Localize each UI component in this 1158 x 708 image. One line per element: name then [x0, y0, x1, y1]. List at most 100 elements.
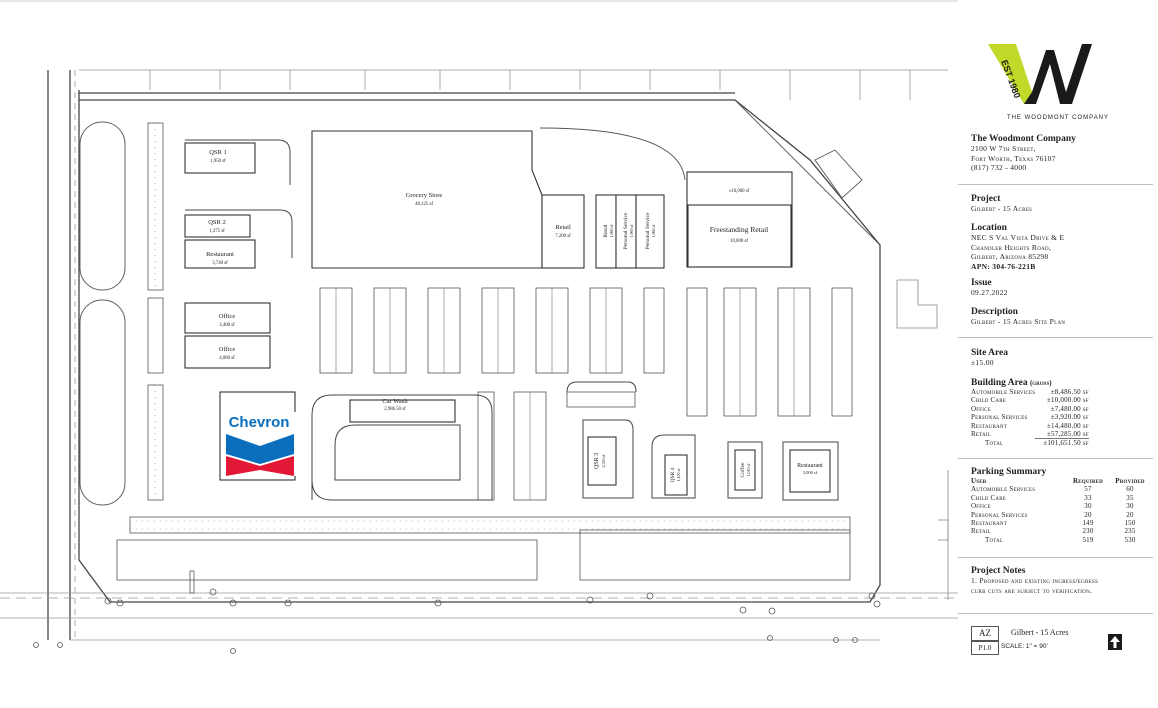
parking-heading: Parking Summary [971, 467, 1047, 477]
building-coffee [734, 449, 756, 491]
description-value: Gilbert - 15 Acres Site Plan [971, 317, 1066, 326]
parking-user: Child Care [971, 493, 1007, 502]
office2-name: Office [219, 346, 236, 353]
building-restaurant-1 [184, 239, 256, 269]
freestanding-name: Freestanding Retail [710, 225, 769, 234]
qsr4-area: 1,100 sf [676, 468, 682, 482]
building-area-row: Office±7,480.00 sf [971, 405, 1089, 413]
notes-text: 1. Proposed and existing ingress/egress … [971, 576, 1099, 595]
parking-required: 230 [1082, 527, 1094, 536]
parking-row: Personal Services 20 20 [971, 511, 1151, 519]
project-heading: Project [971, 194, 1001, 204]
building-area-total-label: Total [985, 439, 1004, 448]
chevron-wordmark: Chevron [229, 414, 290, 431]
coffee-area: 1,010 sf [746, 463, 752, 477]
building-freestanding-retail [687, 204, 792, 268]
north-border-ticks [149, 70, 911, 100]
qsr1-name: QSR 1 [209, 149, 227, 156]
office1-name: Office [219, 313, 236, 320]
issue-value: 09.27.2022 [971, 288, 1008, 297]
parking-total-provided: 530 [1124, 535, 1136, 544]
grocery-name: Grocery Store [406, 192, 443, 199]
office1-area: 3,400 sf [219, 323, 235, 328]
building-qsr2 [184, 214, 251, 238]
building-area-value: ±10,000.00 sf [1047, 396, 1089, 405]
qsr4-name: QSR 4 [670, 467, 676, 482]
issue-heading: Issue [971, 278, 992, 288]
footer-scale: SCALE: 1" = 90' [1001, 643, 1048, 650]
street-edge-lines [0, 69, 958, 641]
parking-provided: 235 [1124, 527, 1136, 536]
site-boundary [47, 70, 881, 640]
company-address-1: 2100 W 7th Street, [971, 144, 1036, 153]
parking-provided: 20 [1126, 510, 1134, 519]
building-restaurant-2 [789, 449, 831, 493]
building-area-use: Retail [971, 430, 991, 439]
building-area-value: ±8,486.50 sf [1050, 388, 1089, 396]
qsr1-area: 1,950 sf [210, 159, 226, 164]
office2-area: 4,080 sf [219, 356, 235, 361]
building-qsr4 [664, 454, 688, 496]
company-tagline: THE WOODMONT COMPANY [1006, 115, 1110, 121]
qsr2-area: 1,375 sf [209, 229, 225, 234]
issue-section: Issue 09.27.2022 [971, 278, 1151, 298]
grocery-area: 48,125 sf [415, 202, 433, 207]
service2-name: Personal Service [645, 212, 651, 249]
description-section: Description Gilbert - 15 Acres Site Plan [971, 307, 1151, 327]
freestanding-pad-area: ±10,000 sf [729, 189, 750, 194]
retail1-name: Retail [555, 224, 571, 231]
company-phone: (817) 732 - 4000 [971, 163, 1027, 172]
building-area-total-row: Total±101,651.50 sf [971, 438, 1089, 448]
restaurant2-name: Restaurant [797, 463, 823, 469]
site-area-section: Site Area ±15.00 [971, 348, 1151, 368]
building-area-row: Personal Services±3,920.00 sf [971, 413, 1089, 421]
building-area-use: Child Care [971, 396, 1007, 405]
project-value: Gilbert - 15 Acres [971, 204, 1033, 213]
footer-state: AZ [971, 626, 999, 641]
location-section: Location NEC S Val Vista Drive & E Chand… [971, 223, 1151, 271]
freestanding-area: 10,000 sf [730, 239, 748, 244]
building-area-row: Restaurant±14,480.00 sf [971, 422, 1089, 430]
company-info: The Woodmont Company 2100 W 7th Street, … [971, 134, 1151, 173]
service2-area: 1,960 sf [651, 224, 657, 238]
qsr2-name: QSR 2 [208, 219, 226, 226]
drive-thru-lanes [185, 139, 839, 501]
building-area-value: ±14,480.00 sf [1047, 421, 1089, 430]
footer-title: Gilbert - 15 Acres [1011, 628, 1069, 637]
restaurant1-name: Restaurant [206, 251, 234, 258]
parking-required: 20 [1084, 510, 1092, 519]
qsr3-area: 2,320 sf [601, 454, 607, 468]
parking-row: Retail 230 235 [971, 527, 1151, 535]
coffee-name: Coffee [739, 462, 746, 477]
notes-section: Project Notes 1. Proposed and existing i… [971, 566, 1151, 595]
building-qsr3 [587, 436, 617, 486]
parking-user: Office [971, 502, 991, 511]
service1-name: Personal Service [623, 212, 629, 249]
location-apn: APN: 304-76-221B [971, 261, 1036, 271]
building-qsr1 [184, 142, 256, 174]
parking-required: 149 [1082, 519, 1094, 528]
parking-user: Personal Services [971, 510, 1028, 519]
building-area-use: Office [971, 404, 991, 413]
woodmont-logo: EST 1980 [988, 44, 1092, 104]
site-area-heading: Site Area [971, 348, 1009, 358]
ne-frontage [539, 99, 881, 246]
parking-user: Retail [971, 527, 991, 536]
company-address-2: Fort Worth, Texas 76107 [971, 153, 1056, 163]
building-area-row: Child Care ±10,000.00 sf [971, 396, 1089, 404]
landscape-island [79, 299, 126, 506]
building-area-qualifier: (gross) [1029, 379, 1052, 387]
parking-provided: 35 [1126, 493, 1134, 502]
building-personal-service-2 [635, 194, 665, 269]
chevron-logo: Chevron [222, 412, 296, 476]
building-car-wash [349, 399, 456, 423]
parking-col-user: User [971, 477, 987, 485]
building-area-use: Personal Services [971, 413, 1028, 422]
parking-stall-ticks [130, 123, 850, 530]
location-line-1: NEC S Val Vista Drive & E [971, 233, 1065, 242]
